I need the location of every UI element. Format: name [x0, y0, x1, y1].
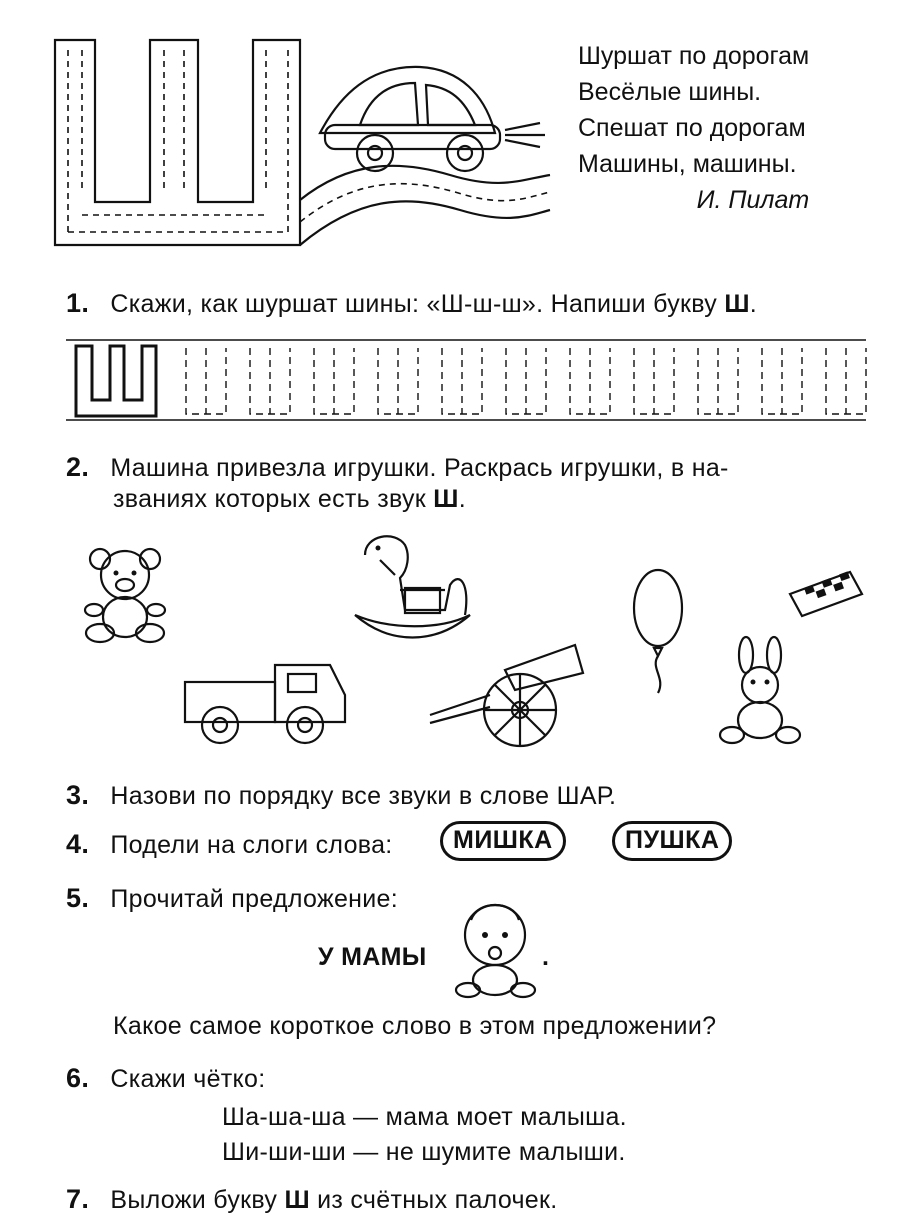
balloon-icon[interactable] [630, 568, 690, 698]
sentence-end: . [542, 943, 550, 971]
checkers-board-icon[interactable] [788, 570, 865, 622]
task-number: 4. [66, 829, 90, 859]
checker-square [815, 588, 827, 599]
task-letter: Ш [433, 485, 459, 513]
cannon-icon[interactable] [425, 635, 585, 755]
task-number: 6. [66, 1063, 90, 1093]
task-text: званиях которых есть звук [113, 485, 434, 513]
checker-square [821, 578, 833, 588]
poem: Шуршат по дорогам Весёлые шины. Спешат п… [578, 38, 809, 218]
checker-square [839, 571, 850, 582]
word-pill: ПУШКА [612, 821, 733, 861]
baby-icon [454, 903, 537, 999]
poem-line: Спешат по дорогам [578, 114, 806, 142]
tongue-twister-line: Ша-ша-ша — мама моет малыша. [222, 1103, 627, 1131]
car-icon [318, 65, 545, 173]
task-number: 7. [66, 1184, 90, 1214]
task-2: 2. Машина привезла игрушки. Раскрась игр… [66, 452, 729, 483]
task-text-end: . [749, 290, 758, 318]
task-text: Прочитай предложение: [110, 885, 398, 913]
task-text: Подели на слоги слова: [110, 831, 393, 859]
trace-letter[interactable] [825, 348, 867, 415]
sentence-text: У МАМЫ [318, 943, 427, 971]
trace-letter[interactable] [569, 348, 611, 415]
trace-letter[interactable] [761, 348, 803, 415]
poem-line: Шуршат по дорогам [578, 42, 810, 70]
task-text-end: из счётных палочек. [309, 1186, 558, 1214]
trace-letter[interactable] [697, 348, 739, 415]
trace-letter[interactable] [633, 348, 675, 415]
poem-line: Весёлые шины. [578, 78, 762, 106]
task-text-end: . [458, 485, 466, 513]
task-number: 5. [66, 883, 90, 913]
bunny-icon[interactable] [718, 635, 808, 750]
word-mishka[interactable]: МИШКА [440, 821, 566, 861]
task-letter: Ш [724, 290, 750, 318]
task-4: 4. Подели на слоги слова: [66, 829, 393, 860]
road-icon [299, 164, 551, 246]
trace-letter[interactable] [313, 348, 355, 415]
trace-letter[interactable] [377, 348, 419, 415]
task-5: 5. Прочитай предложение: [66, 883, 398, 914]
task-number: 2. [66, 452, 90, 482]
poem-author: И. Пилат [696, 186, 810, 214]
poem-line: Машины, машины. [578, 150, 797, 178]
teddy-bear-icon[interactable] [78, 545, 178, 645]
word-pushka[interactable]: ПУШКА [612, 821, 733, 861]
task-6: 6. Скажи чётко: [66, 1063, 266, 1094]
task-number: 3. [66, 780, 90, 810]
checker-square [833, 581, 844, 592]
task-text: Скажи чётко: [110, 1065, 266, 1093]
tongue-twister-line: Ши-ши-ши — не шумите малыши. [222, 1138, 626, 1166]
writing-practice-strip[interactable] [66, 338, 867, 423]
task-number: 1. [66, 288, 90, 318]
rocking-horse-icon[interactable] [350, 530, 480, 650]
task-text: Назови по порядку все звуки в слове ШАР. [110, 782, 617, 810]
trace-letter[interactable] [441, 348, 483, 415]
task-letter: Ш [284, 1186, 310, 1214]
word-pill: МИШКА [440, 821, 566, 861]
checker-square [804, 584, 815, 595]
trace-letter[interactable] [249, 348, 291, 415]
task-text: Скажи, как шуршат шины: «Ш-ш-ш». Напиши … [110, 290, 725, 318]
truck-icon[interactable] [180, 660, 355, 750]
task-5-question: Какое самое короткое слово в этом предло… [113, 1012, 717, 1040]
task-text: Машина привезла игрушки. Раскрась игрушк… [110, 454, 729, 482]
letter-sha-tracing [53, 38, 302, 247]
trace-letter[interactable] [185, 348, 227, 415]
task-3: 3. Назови по порядку все звуки в слове Ш… [66, 780, 616, 811]
task-7: 7. Выложи букву Ш из счётных палочек. [66, 1184, 558, 1215]
task-1: 1. Скажи, как шуршат шины: «Ш-ш-ш». Напи… [66, 288, 757, 319]
task-text: Выложи букву [110, 1186, 285, 1214]
trace-letter[interactable] [505, 348, 547, 415]
task-2-line2: званиях которых есть звук Ш. [113, 485, 466, 514]
